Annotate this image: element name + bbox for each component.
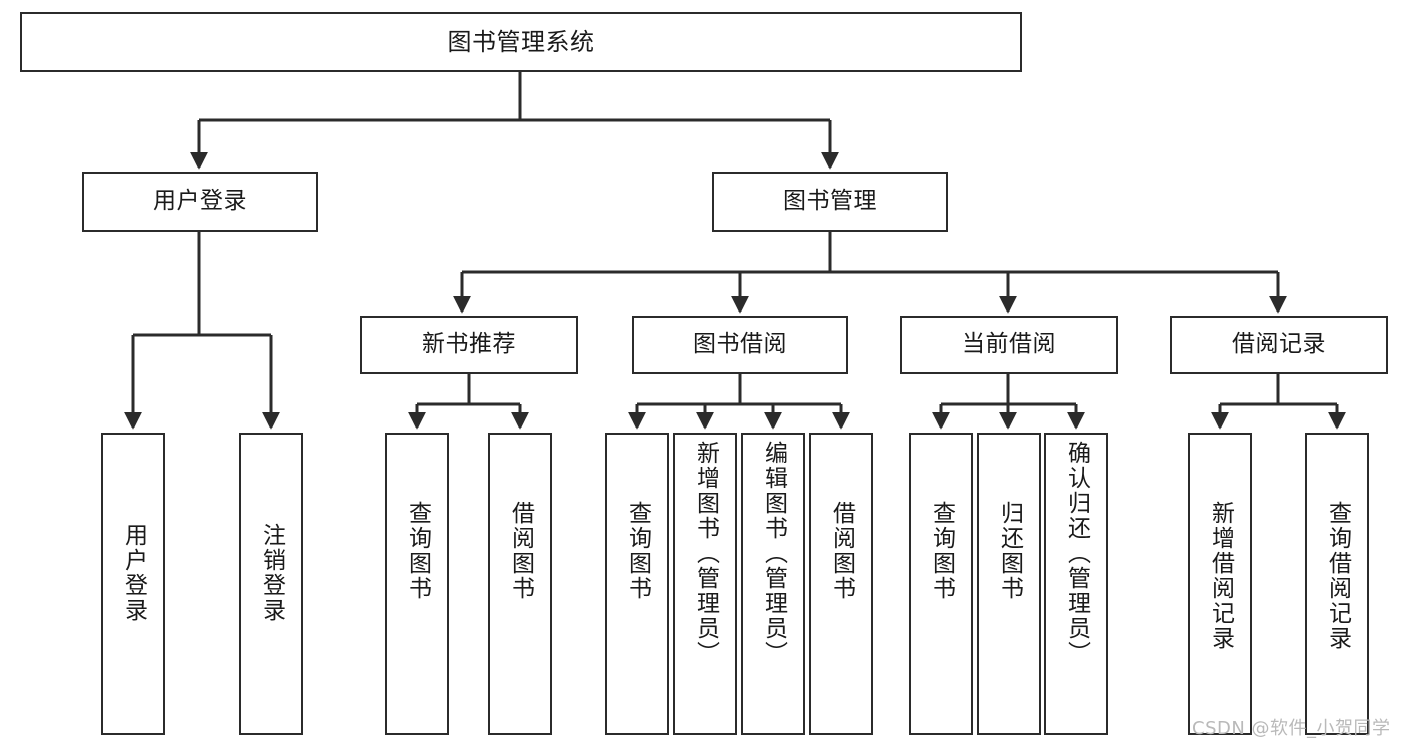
- leaf-confirm-return-admin[interactable]: 确认归还（管理员）: [1044, 433, 1108, 735]
- node-book-borrow[interactable]: 图书借阅: [632, 316, 848, 374]
- node-label: 当前借阅: [962, 331, 1056, 358]
- node-user-login[interactable]: 用户登录: [82, 172, 318, 232]
- leaf-query-book-recommend[interactable]: 查询图书: [385, 433, 449, 735]
- node-label: 借阅图书: [507, 501, 534, 601]
- watermark-text: CSDN @软件_小贺同学: [1192, 718, 1391, 739]
- node-label: 图书管理系统: [447, 27, 595, 56]
- leaf-add-borrow-record[interactable]: 新增借阅记录: [1188, 433, 1252, 735]
- node-label: 用户登录: [153, 188, 247, 215]
- node-borrow-record[interactable]: 借阅记录: [1170, 316, 1388, 374]
- leaf-borrow-book-recommend[interactable]: 借阅图书: [488, 433, 552, 735]
- node-label: 借阅记录: [1232, 331, 1326, 358]
- leaf-query-book-borrow[interactable]: 查询图书: [605, 433, 669, 735]
- node-label: 查询借阅记录: [1324, 501, 1351, 651]
- node-label: 查询图书: [404, 501, 431, 601]
- leaf-edit-book-admin[interactable]: 编辑图书（管理员）: [741, 433, 805, 735]
- node-label: 查询图书: [624, 501, 651, 601]
- node-label: 归还图书: [996, 501, 1023, 601]
- node-label: 图书管理: [783, 188, 877, 215]
- node-label: 借阅图书: [828, 501, 855, 601]
- node-new-book-recommend[interactable]: 新书推荐: [360, 316, 578, 374]
- node-current-borrow[interactable]: 当前借阅: [900, 316, 1118, 374]
- leaf-user-login[interactable]: 用户登录: [101, 433, 165, 735]
- node-label: 注销登录: [258, 523, 285, 623]
- leaf-return-book[interactable]: 归还图书: [977, 433, 1041, 735]
- node-label: 新增借阅记录: [1207, 501, 1234, 651]
- leaf-query-borrow-record[interactable]: 查询借阅记录: [1305, 433, 1369, 735]
- node-label: 图书借阅: [693, 331, 787, 358]
- leaf-borrow-book-borrow[interactable]: 借阅图书: [809, 433, 873, 735]
- node-book-management[interactable]: 图书管理: [712, 172, 948, 232]
- leaf-add-book-admin[interactable]: 新增图书（管理员）: [673, 433, 737, 735]
- node-label: 编辑图书（管理员）: [760, 441, 787, 666]
- leaf-query-book-current[interactable]: 查询图书: [909, 433, 973, 735]
- node-label: 用户登录: [120, 523, 147, 623]
- node-label: 新增图书（管理员）: [692, 441, 719, 666]
- node-label: 查询图书: [928, 501, 955, 601]
- node-root-book-management-system[interactable]: 图书管理系统: [20, 12, 1022, 72]
- node-label: 确认归还（管理员）: [1063, 441, 1090, 666]
- node-label: 新书推荐: [422, 331, 516, 358]
- leaf-logout-login[interactable]: 注销登录: [239, 433, 303, 735]
